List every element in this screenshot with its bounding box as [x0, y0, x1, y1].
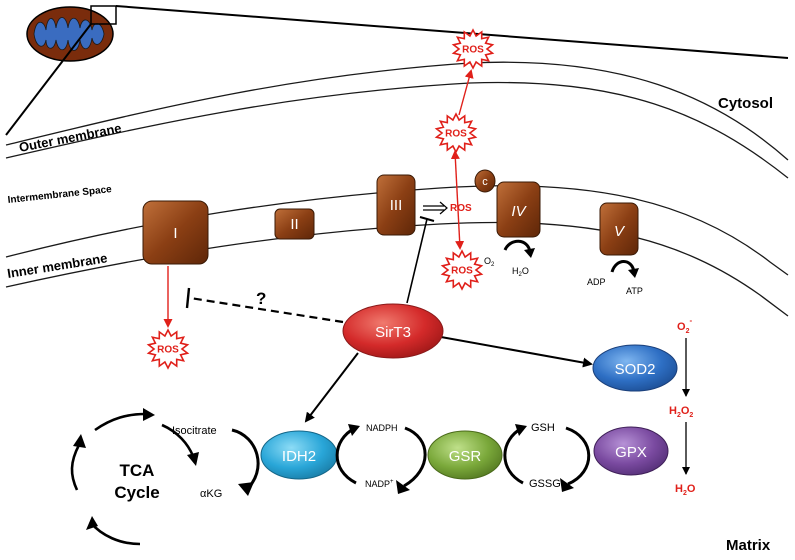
- sirt3-node: SirT3: [342, 303, 444, 359]
- tca-cycle-arrowheads: [73, 408, 199, 530]
- complex-ii-label: II: [290, 216, 298, 233]
- complex-i-label: I: [173, 225, 177, 242]
- superoxide-label: O2-: [677, 316, 692, 335]
- sirt3-links: [185, 216, 593, 423]
- isocitrate-label: Isocitrate: [172, 425, 217, 437]
- idh2-node: IDH2: [260, 430, 338, 480]
- ros-burst-top: ROS: [451, 28, 495, 70]
- svg-text:ROS: ROS: [157, 345, 179, 356]
- svg-text:IDH2: IDH2: [282, 448, 316, 465]
- complex-iv-reaction: O2 H2O: [484, 239, 535, 278]
- svg-text:SOD2: SOD2: [615, 361, 656, 378]
- svg-text:SirT3: SirT3: [375, 324, 411, 341]
- nadp-label: NADP+: [365, 479, 394, 489]
- zoom-lines: [5, 5, 789, 136]
- complex-iv-label: IV: [511, 203, 527, 220]
- svg-text:ROS: ROS: [445, 129, 467, 140]
- outer-membrane-lines: [5, 61, 789, 179]
- cytosol-label: Cytosol: [718, 95, 773, 112]
- svg-text:O2-: O2-: [677, 316, 692, 335]
- adp-label: ADP: [587, 277, 606, 287]
- intermembrane-space-label: Intermembrane Space: [7, 184, 113, 206]
- mitochondrion-thumbnail: [26, 5, 117, 62]
- gssg-label: GSSG: [529, 478, 561, 490]
- inner-membrane-lines: [5, 185, 789, 317]
- svg-text:ROS: ROS: [462, 45, 484, 56]
- atp-label: ATP: [626, 286, 643, 296]
- svg-text:O2: O2: [484, 256, 495, 268]
- nadph-label: NADPH: [366, 423, 398, 433]
- h2o2-label: H2O2: [669, 405, 693, 419]
- complex-v-reaction: ADP ATP: [587, 260, 643, 296]
- reaction-arrows: [231, 426, 591, 492]
- ros-burst-middle: ROS: [434, 112, 478, 154]
- svg-text:GPX: GPX: [615, 444, 647, 461]
- ros-burst-matrix: ROS: [440, 249, 484, 291]
- complex-v-label: V: [614, 223, 626, 240]
- question-mark: ?: [256, 289, 266, 308]
- outer-membrane-label: Outer membrane: [18, 120, 123, 155]
- matrix-label: Matrix: [726, 537, 771, 554]
- cytochrome-c-label: c: [482, 176, 488, 188]
- ros-arrows: [163, 69, 474, 328]
- complex-ii: II: [274, 208, 315, 240]
- sod2-node: SOD2: [592, 344, 678, 392]
- tca-line1: TCA: [120, 461, 155, 480]
- ros-arrow-label: ROS: [450, 203, 472, 214]
- gpx-node: GPX: [593, 426, 669, 476]
- h2o-label: H2O: [675, 483, 696, 497]
- gsh-label: GSH: [531, 422, 555, 434]
- complex-iv: IV: [496, 181, 541, 238]
- svg-text:ROS: ROS: [451, 266, 473, 277]
- akg-label: αKG: [200, 488, 222, 500]
- complex-i: I: [142, 200, 209, 265]
- gsr-node: GSR: [427, 430, 503, 480]
- svg-text:GSR: GSR: [449, 448, 482, 465]
- cytochrome-c: c: [474, 169, 496, 193]
- ros-burst-complex-i: ROS: [146, 328, 190, 370]
- complex-iii: III: [376, 174, 416, 236]
- svg-text:H2O2: H2O2: [669, 405, 693, 419]
- svg-text:H2O: H2O: [512, 266, 529, 278]
- complex-v: V: [599, 202, 639, 256]
- reaction-arrowheads: [238, 424, 574, 496]
- tca-line2: Cycle: [114, 483, 159, 502]
- complex-iii-ros-arrow: ROS: [423, 201, 472, 215]
- svg-text:H2O: H2O: [675, 483, 696, 497]
- complex-iii-label: III: [390, 197, 403, 214]
